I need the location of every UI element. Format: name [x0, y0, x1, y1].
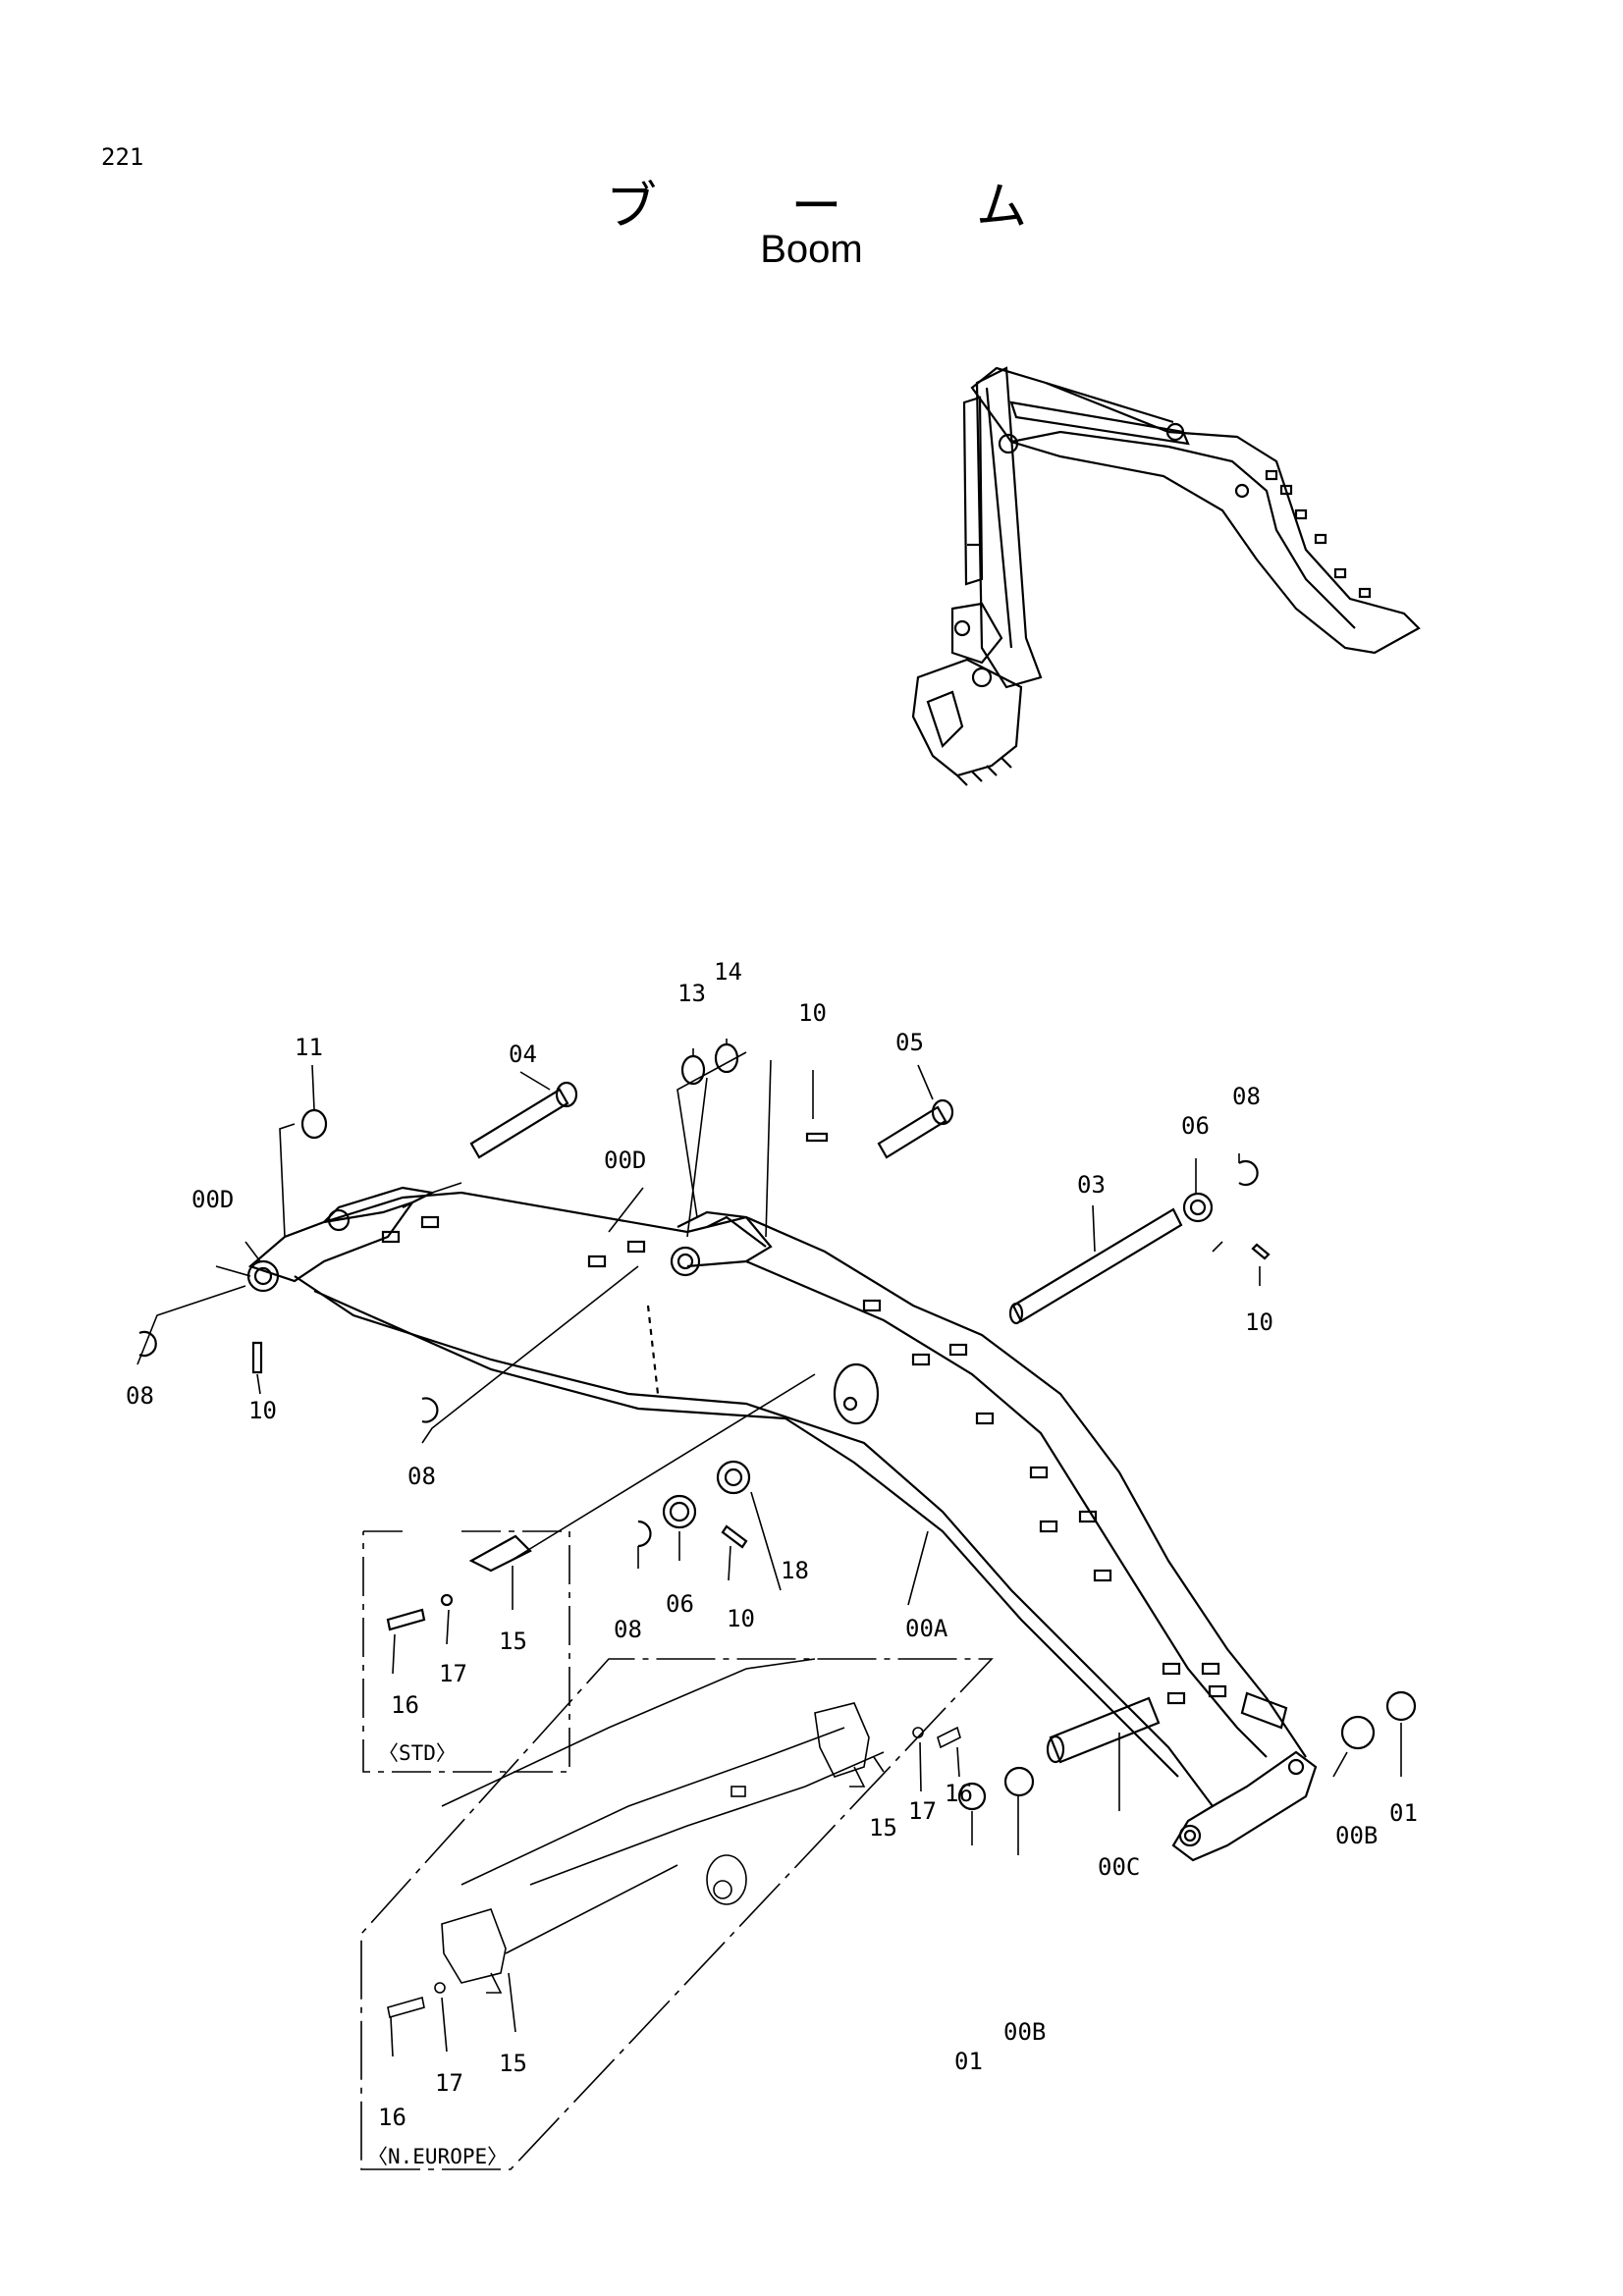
callout-05: 05	[895, 1029, 924, 1056]
callout-00C: 00C	[1098, 1853, 1140, 1881]
callout-08-right: 08	[1232, 1083, 1261, 1110]
callout-10-top: 10	[798, 999, 827, 1027]
callout-labels: 11 04 13 14 10 05 08 06 03 10 00D 00D 08…	[126, 958, 1418, 2168]
callout-08-left: 08	[126, 1382, 154, 1410]
parts-exploded	[138, 1042, 1417, 1811]
callout-17-std: 17	[439, 1660, 467, 1687]
n-europe-variant-label: 〈N.EUROPE〉	[367, 2145, 508, 2168]
callout-18: 18	[781, 1557, 809, 1584]
callout-06-lower: 06	[666, 1590, 694, 1618]
callout-17-n-europe-top: 17	[908, 1797, 937, 1825]
page-number: 221	[101, 143, 144, 171]
boom-assembly-illustration	[246, 1186, 1318, 1862]
callout-00D-mid: 00D	[604, 1147, 646, 1174]
callout-16-n-europe-bottom: 16	[378, 2104, 406, 2131]
callout-08-mid: 08	[407, 1463, 436, 1490]
callout-15-n-europe-bottom: 15	[499, 2050, 527, 2077]
callout-00B-right: 00B	[1335, 1822, 1378, 1849]
title-english: Boom	[760, 228, 863, 271]
callout-17-n-europe-bottom: 17	[435, 2069, 463, 2097]
callout-04: 04	[509, 1041, 537, 1068]
callout-03: 03	[1077, 1171, 1106, 1199]
callout-06-right: 06	[1181, 1112, 1210, 1140]
callout-10-left: 10	[248, 1397, 277, 1424]
callout-15-std: 15	[499, 1628, 527, 1655]
callout-16-std: 16	[391, 1691, 419, 1719]
callout-11: 11	[295, 1034, 323, 1061]
std-variant-inset	[362, 1530, 570, 1773]
callout-01-right: 01	[1389, 1799, 1418, 1827]
leader-lines	[136, 1039, 1402, 1855]
excavator-arm-thumbnail-illustration	[911, 366, 1421, 786]
std-variant-label: 〈STD〉	[378, 1741, 457, 1765]
callout-15-n-europe-top: 15	[869, 1814, 897, 1842]
callout-00D-left: 00D	[191, 1186, 234, 1213]
title-japanese: ブ ー ム	[605, 178, 1087, 237]
callout-10-right: 10	[1245, 1308, 1273, 1336]
callout-16-n-europe-top: 16	[945, 1780, 973, 1807]
callout-01-bottom: 01	[954, 2048, 983, 2075]
callout-13: 13	[677, 980, 706, 1007]
callout-08-lower: 08	[614, 1616, 642, 1643]
callout-00B-bottom: 00B	[1003, 2018, 1046, 2046]
callout-14: 14	[714, 958, 742, 986]
callout-00A: 00A	[905, 1615, 948, 1642]
n-europe-variant-inset	[360, 1658, 994, 2170]
callout-10-lower: 10	[727, 1605, 755, 1632]
